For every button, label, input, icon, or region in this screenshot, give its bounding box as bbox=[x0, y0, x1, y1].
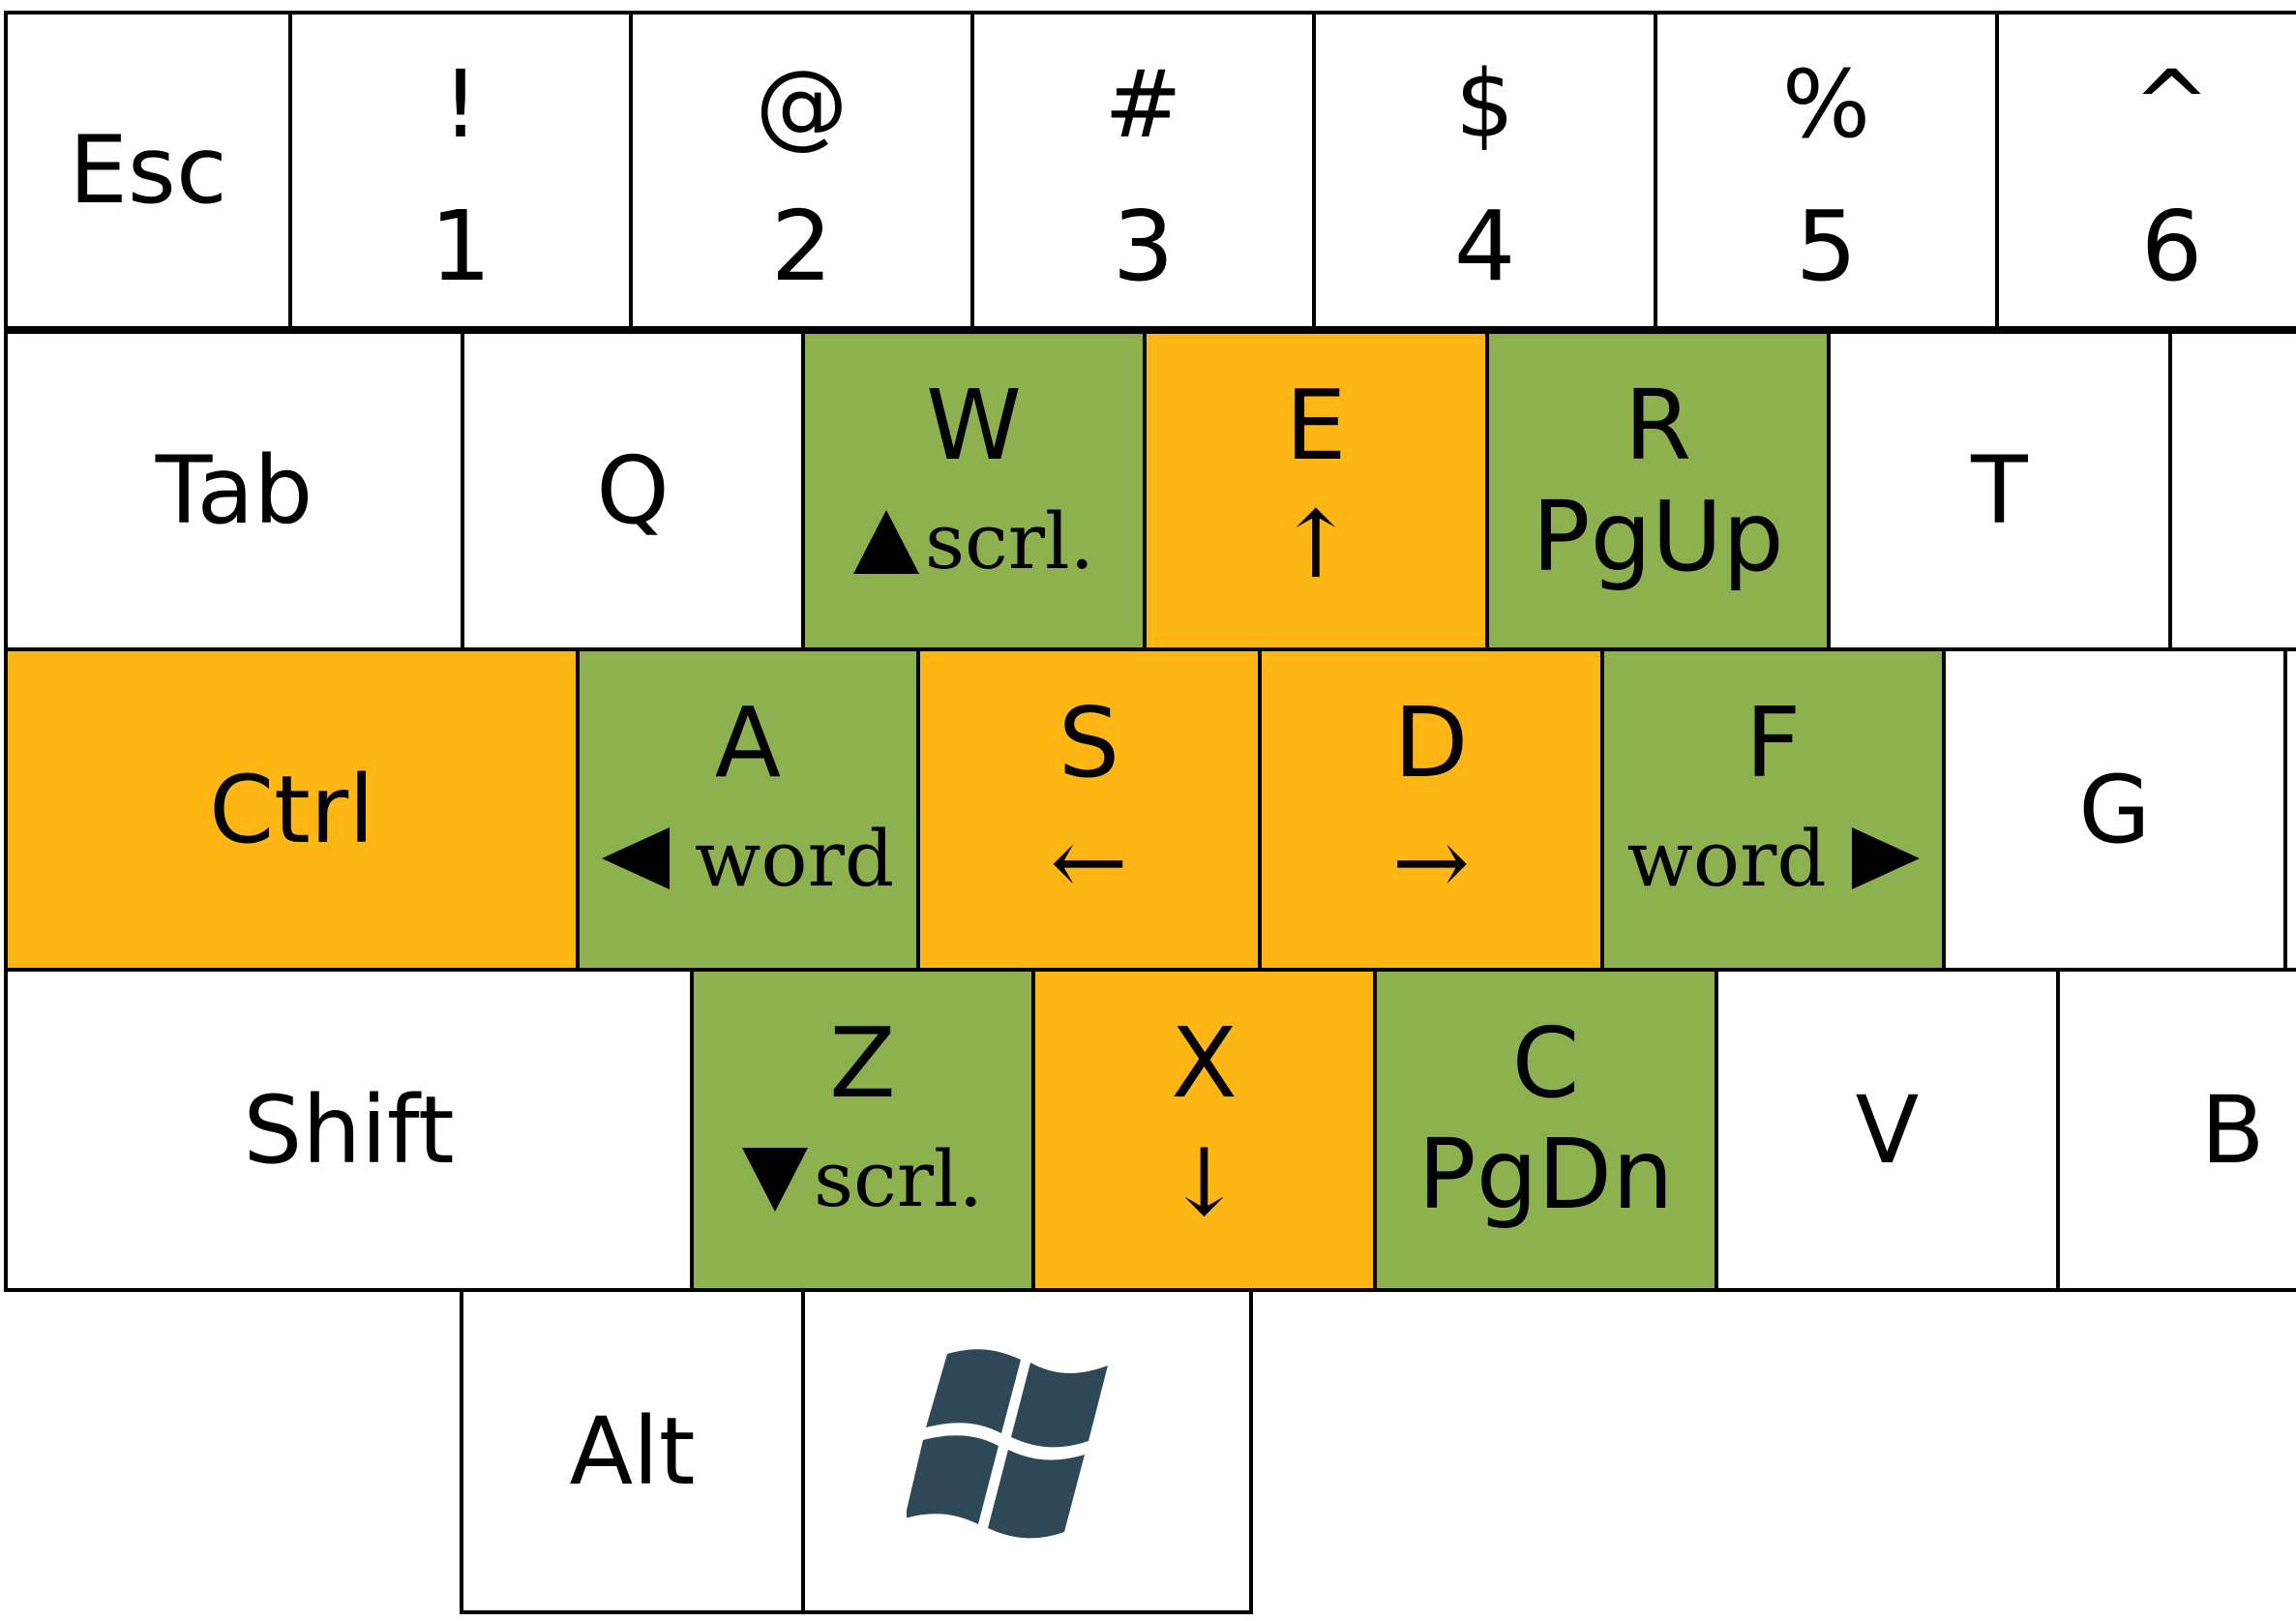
key-x[interactable]: X ↓ bbox=[1031, 968, 1377, 1292]
key-c-letter: C bbox=[1511, 1006, 1580, 1120]
key-3-shift-label: # bbox=[1104, 50, 1182, 159]
key-6-base-label: 6 bbox=[2140, 190, 2203, 303]
key-z-action: scrl. bbox=[694, 1141, 1031, 1218]
key-6-shift-label: ^ bbox=[2132, 50, 2211, 159]
key-z[interactable]: Z scrl. bbox=[690, 968, 1035, 1292]
key-x-letter: X bbox=[1171, 1006, 1237, 1120]
key-tab-label: Tab bbox=[155, 436, 313, 545]
key-e-letter: E bbox=[1285, 369, 1347, 482]
triangle-up-icon bbox=[852, 510, 919, 574]
key-ctrl[interactable]: Ctrl bbox=[4, 647, 580, 972]
key-4-base-label: 4 bbox=[1453, 190, 1516, 303]
key-a[interactable]: A word bbox=[576, 647, 920, 972]
key-b[interactable]: B bbox=[2056, 968, 2296, 1292]
key-s-letter: S bbox=[1058, 686, 1120, 799]
key-d[interactable]: D → bbox=[1258, 647, 1604, 972]
key-q-label: Q bbox=[596, 436, 670, 545]
key-a-action: word bbox=[580, 821, 916, 898]
key-e-action: ↑ bbox=[1276, 491, 1356, 599]
key-h-partial[interactable] bbox=[2283, 647, 2296, 972]
key-r-letter: R bbox=[1624, 369, 1692, 482]
key-f-action-label: word bbox=[1626, 814, 1827, 904]
key-e[interactable]: E ↑ bbox=[1143, 330, 1489, 651]
key-shift[interactable]: Shift bbox=[4, 968, 694, 1292]
key-f-letter: F bbox=[1744, 686, 1802, 799]
key-g[interactable]: G bbox=[1942, 647, 2287, 972]
triangle-down-icon bbox=[741, 1148, 808, 1212]
triangle-right-icon bbox=[1851, 827, 1920, 889]
key-w[interactable]: W scrl. bbox=[801, 330, 1147, 651]
key-1-shift-label: ! bbox=[441, 50, 480, 159]
key-t[interactable]: T bbox=[1827, 330, 2172, 651]
windows-logo-svg bbox=[907, 1349, 1108, 1539]
key-x-action: ↓ bbox=[1165, 1128, 1243, 1237]
key-6[interactable]: ^ 6 bbox=[1995, 11, 2296, 330]
key-1[interactable]: ! 1 bbox=[288, 11, 633, 330]
key-c-action: PgDn bbox=[1417, 1118, 1674, 1231]
key-4-shift-label: $ bbox=[1454, 50, 1515, 159]
key-5[interactable]: % 5 bbox=[1654, 11, 1999, 330]
key-5-base-label: 5 bbox=[1795, 190, 1858, 303]
key-z-letter: Z bbox=[829, 1006, 896, 1120]
key-a-action-label: word bbox=[694, 814, 895, 904]
key-v-label: V bbox=[1855, 1075, 1920, 1185]
key-windows[interactable] bbox=[801, 1288, 1253, 1614]
key-f[interactable]: F word bbox=[1600, 647, 1946, 972]
key-w-action-label: scrl. bbox=[924, 496, 1095, 586]
key-s-action: ← bbox=[1050, 808, 1128, 916]
key-tab[interactable]: Tab bbox=[4, 330, 464, 651]
key-f-action: word bbox=[1604, 821, 1942, 898]
key-esc-label: Esc bbox=[69, 116, 227, 225]
key-a-letter: A bbox=[714, 686, 782, 799]
triangle-left-icon bbox=[601, 827, 670, 889]
key-3-base-label: 3 bbox=[1112, 190, 1175, 303]
key-v[interactable]: V bbox=[1715, 968, 2060, 1292]
key-esc[interactable]: Esc bbox=[4, 11, 292, 330]
key-space-partial[interactable] bbox=[1249, 1288, 2296, 1614]
key-b-label: B bbox=[2200, 1075, 2265, 1185]
key-shift-label: Shift bbox=[243, 1075, 455, 1185]
key-alt-label: Alt bbox=[569, 1396, 696, 1506]
key-z-action-label: scrl. bbox=[813, 1134, 984, 1224]
key-d-letter: D bbox=[1393, 686, 1469, 799]
key-c[interactable]: C PgDn bbox=[1373, 968, 1718, 1292]
key-r-action: PgUp bbox=[1532, 480, 1784, 593]
key-w-letter: W bbox=[926, 369, 1022, 482]
key-4[interactable]: $ 4 bbox=[1312, 11, 1657, 330]
key-2[interactable]: @ 2 bbox=[629, 11, 974, 330]
key-r[interactable]: R PgUp bbox=[1485, 330, 1831, 651]
key-alt[interactable]: Alt bbox=[460, 1288, 805, 1614]
key-t-label: T bbox=[1971, 436, 2028, 545]
key-s[interactable]: S ← bbox=[916, 647, 1262, 972]
key-2-shift-label: @ bbox=[755, 50, 849, 159]
windows-logo-icon bbox=[805, 1292, 1249, 1610]
key-5-shift-label: % bbox=[1781, 50, 1871, 159]
key-q[interactable]: Q bbox=[461, 330, 805, 651]
key-3[interactable]: # 3 bbox=[970, 11, 1316, 330]
key-g-label: G bbox=[2078, 755, 2151, 864]
key-ctrl-label: Ctrl bbox=[209, 755, 374, 864]
key-1-base-label: 1 bbox=[430, 190, 492, 303]
key-w-action: scrl. bbox=[805, 503, 1143, 581]
key-y-partial[interactable] bbox=[2168, 330, 2296, 651]
key-d-action: → bbox=[1391, 808, 1471, 916]
key-2-base-label: 2 bbox=[770, 190, 833, 303]
